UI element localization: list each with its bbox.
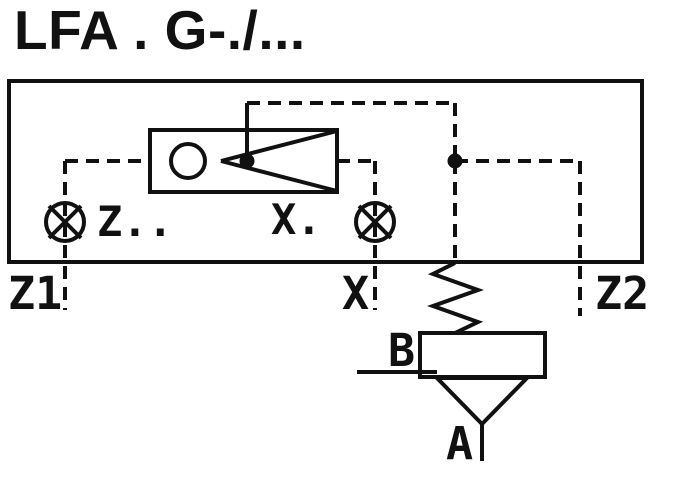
label-port-z2: Z2: [595, 267, 650, 320]
control-cover-housing: [7, 79, 644, 264]
spring-icon: [427, 261, 484, 335]
orifice-x-circle: [354, 201, 396, 243]
shuttle-seat-lines: [220, 129, 338, 193]
label-port-z1: Z1: [8, 267, 63, 320]
label-orifice-z: Z..: [97, 197, 173, 246]
label-port-a: A: [446, 417, 474, 470]
orifice-z-symbol: [44, 201, 86, 243]
orifice-z-circle: [44, 201, 86, 243]
poppet-cone-icon: [432, 376, 532, 427]
valve-seat-body: [418, 331, 547, 379]
pilot-junction-dot: [447, 153, 463, 169]
shuttle-ball-icon: [169, 142, 207, 180]
orifice-x-cross: [357, 204, 393, 240]
housing-outline: [7, 79, 644, 264]
label-port-b: B: [388, 324, 416, 377]
shuttle-output-junction-dot: [239, 153, 255, 169]
diagram-title: LFA . G-./...: [14, 0, 306, 61]
shuttle-valve-symbol: [148, 103, 339, 194]
orifice-z-cross: [47, 204, 83, 240]
orifice-x-symbol: [354, 201, 396, 243]
label-orifice-x: X.: [271, 195, 322, 244]
main-poppet-valve: [357, 261, 547, 461]
label-port-x: X: [342, 267, 370, 320]
pilot-lines: [63, 101, 582, 316]
shuttle-valve-body: [148, 128, 339, 194]
